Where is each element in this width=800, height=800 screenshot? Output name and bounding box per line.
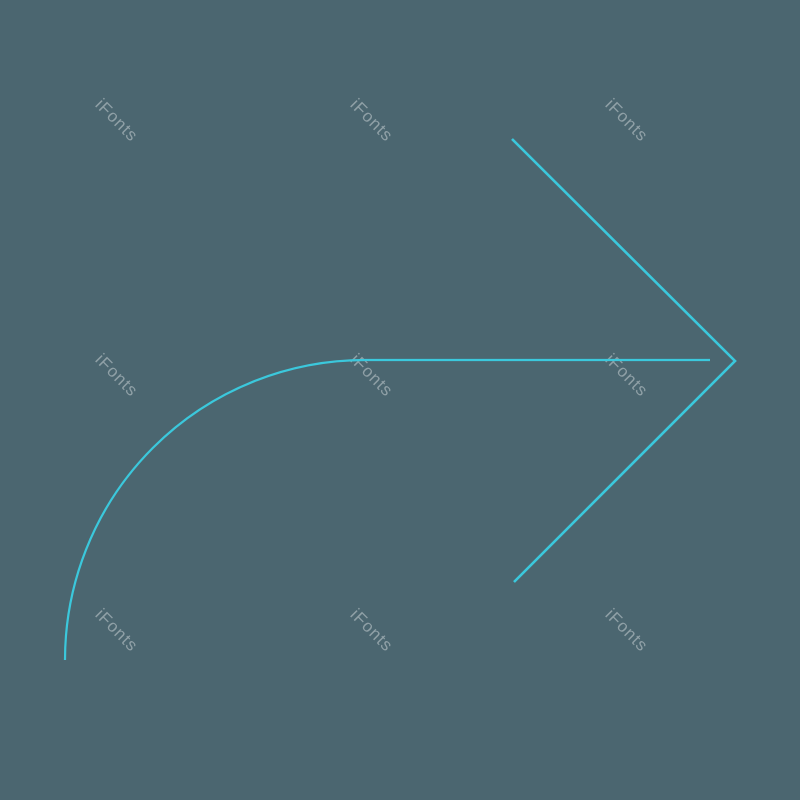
arrow-tail-curve [63, 358, 710, 661]
arrow-head-chevron [511, 138, 737, 583]
